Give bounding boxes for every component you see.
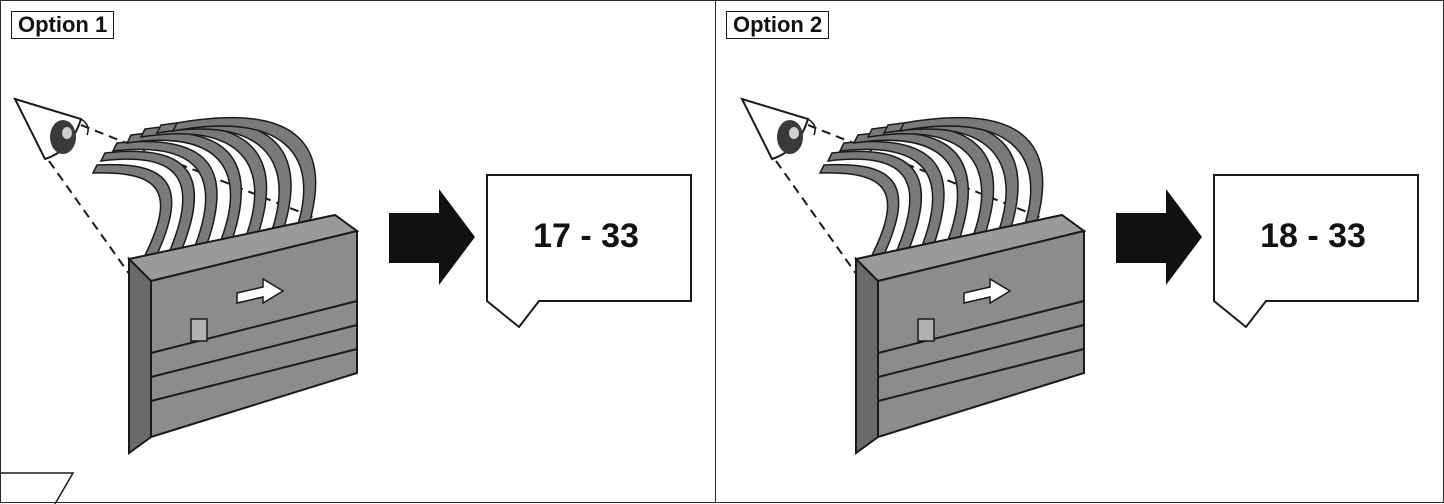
- result-value: 18 - 33: [1260, 217, 1366, 255]
- result-callout: [486, 174, 692, 329]
- result-callout: [1213, 174, 1419, 329]
- option-2-illustration: [740, 97, 1419, 455]
- arrow-right-icon: [389, 189, 475, 285]
- option-2-label: Option 2: [726, 11, 830, 39]
- corner-note-marker: [1, 472, 75, 504]
- option-1-panel: Option 1: [0, 0, 716, 504]
- arrow-right-icon: [1116, 189, 1202, 285]
- eye-icon: [740, 97, 816, 161]
- option-2-panel: Option 2: [715, 0, 1444, 503]
- option-1-illustration: [1, 97, 692, 504]
- connector-icon: [818, 116, 1087, 455]
- eye-icon: [13, 97, 89, 161]
- result-value: 17 - 33: [533, 217, 639, 255]
- option-1-label: Option 1: [11, 11, 115, 39]
- connector-icon: [91, 116, 360, 455]
